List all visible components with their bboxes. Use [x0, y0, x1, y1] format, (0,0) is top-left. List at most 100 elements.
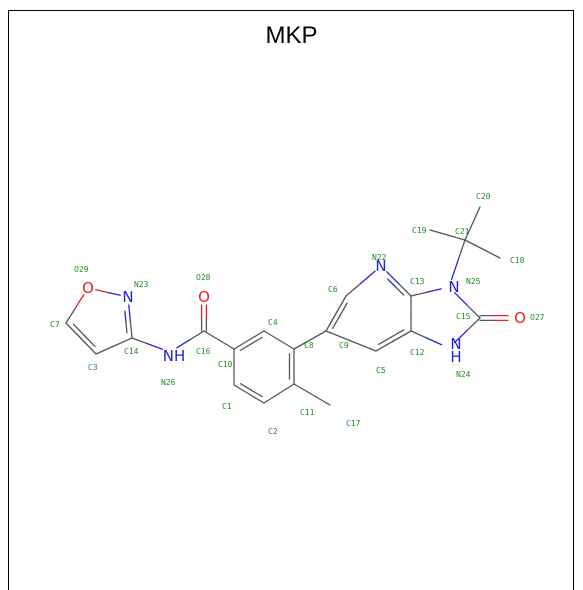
atom-symbol-o29: O — [82, 279, 94, 297]
atom-label-c15: C15 — [456, 312, 471, 321]
bond-n25-c21-b — [457, 239, 466, 261]
atom-symbol-h-part: H — [174, 347, 185, 365]
bond-n23-c14-1-a — [128, 304, 132, 323]
atom-label-c12: C12 — [410, 348, 425, 357]
atom-label-c20: C20 — [476, 192, 491, 201]
atom-label-c8: C8 — [304, 341, 314, 350]
bond-c9-c6-1-b — [335, 295, 347, 315]
bond-c21-c19-b — [429, 229, 449, 236]
bond-c10-c4-1-a — [233, 339, 250, 350]
bond-c9-c6-1-a — [325, 312, 337, 332]
bond-c3-c7-1-b — [65, 322, 82, 340]
bond-c2-c1-1-b — [233, 384, 250, 395]
bond-c11-c2-a — [278, 383, 295, 395]
bond-layer — [65, 206, 509, 406]
bond-c3-c7-2-a — [83, 334, 96, 348]
bond-c10-c4-2-b — [250, 336, 263, 345]
atom-symbol-n26: NH — [163, 347, 186, 365]
bond-c21-c18-a — [464, 239, 484, 250]
bond-n22-c13-2-a — [387, 278, 397, 288]
bond-c5-c9-a — [350, 340, 377, 352]
atom-label-c1: C1 — [222, 402, 232, 411]
bond-c4-c8-a — [263, 330, 280, 341]
bond-c11-c2-b — [263, 392, 280, 404]
atom-label-c3: C3 — [88, 363, 98, 372]
atom-label-c9: C9 — [339, 341, 349, 350]
atom-label-c5: C5 — [376, 366, 386, 375]
atom-symbol-o27: O — [514, 309, 526, 327]
bond-c21-c20-b — [471, 206, 481, 225]
bond-n24-c12-b — [410, 330, 427, 339]
bond-c5-c9-b — [325, 330, 352, 342]
bond-o29-n23-a — [95, 289, 109, 294]
atom-symbol-n-part: N — [450, 335, 461, 353]
bond-c21-c19-a — [446, 234, 466, 241]
atom-label-c4: C4 — [268, 318, 278, 327]
bond-c13-n25-b — [425, 288, 442, 294]
bond-c8-c9-b — [309, 330, 327, 341]
bond-c21-c20-a — [464, 222, 474, 241]
bond-n23-c14-2-b — [125, 321, 128, 334]
bond-o29-n23-b — [107, 291, 121, 296]
bond-n25-c15-b — [466, 304, 481, 319]
bond-c13-n25-a — [410, 291, 427, 297]
molecule-title: MKP — [265, 22, 318, 49]
bond-n25-c21-a — [450, 259, 459, 281]
bond-c16-c10-b — [218, 339, 235, 350]
atom-label-n22: N22 — [372, 253, 387, 262]
atom-label-c7: C7 — [50, 320, 60, 329]
atom-label-o28: O28 — [196, 273, 211, 282]
atom-label-n23: N23 — [134, 280, 149, 289]
atom-label-n25: N25 — [466, 277, 481, 286]
bond-c6-n22-a — [345, 282, 362, 297]
bond-n22-c13-2-b — [394, 286, 405, 296]
atom-label-c2: C2 — [268, 427, 278, 436]
atom-symbol-n-part: N — [163, 347, 174, 365]
atom-symbol-n22: N — [375, 257, 386, 275]
atom-label-c10: C10 — [218, 360, 233, 369]
figure-frame — [8, 10, 574, 590]
atom-label-c14: C14 — [124, 347, 139, 356]
atom-label-c16: C16 — [196, 347, 211, 356]
bond-c4-c8-b — [278, 339, 295, 350]
atom-label-n26: N26 — [161, 378, 176, 387]
atom-symbol-h-part: H — [450, 348, 461, 366]
atom-label-c18: C18 — [510, 256, 525, 265]
bond-c12-c5-1-a — [392, 330, 412, 342]
bond-c21-c18-b — [481, 248, 501, 259]
atom-symbol-o28: O — [198, 288, 210, 306]
bond-c3-c7-1-a — [80, 337, 97, 355]
bond-n25-c15-a — [454, 292, 468, 306]
atom-label-o27: O27 — [530, 313, 545, 322]
atom-label-o29: O29 — [74, 265, 89, 274]
atom-label-c17: C17 — [346, 419, 361, 428]
bond-n26-c16-b — [189, 330, 205, 341]
bond-c12-c5-2-a — [390, 329, 405, 338]
bond-n23-c14-2-a — [124, 310, 127, 323]
bond-c11-c17-b — [311, 393, 331, 406]
bond-c9-c6-2-b — [339, 302, 348, 317]
atom-label-c19: C19 — [412, 226, 427, 235]
bond-c14-c3-a — [113, 337, 133, 347]
atom-label-c13: C13 — [410, 277, 425, 286]
atom-label-n24: N24 — [456, 370, 471, 379]
bond-c15-n24-b — [454, 329, 469, 344]
bond-n24-c12-a — [425, 337, 443, 346]
bond-c16-c10-a — [203, 330, 220, 341]
bond-c9-c6-2-a — [332, 315, 341, 329]
bond-n23-c14-1-b — [129, 320, 133, 339]
bond-c15-n24-a — [466, 317, 481, 331]
bond-c7-o29-b — [74, 294, 85, 310]
bond-c3-c7-2-b — [72, 323, 85, 337]
bond-n26-c16-a — [176, 338, 192, 349]
bond-c14-n26-a — [131, 337, 148, 345]
bond-c14-c3-b — [95, 345, 115, 355]
atom-label-c11: C11 — [300, 408, 315, 417]
bond-c6-n22-b — [359, 270, 376, 285]
bond-c7-o29-a — [65, 308, 76, 324]
bond-c10-c4-2-a — [239, 343, 252, 351]
bond-c8-c9-a — [293, 339, 311, 350]
